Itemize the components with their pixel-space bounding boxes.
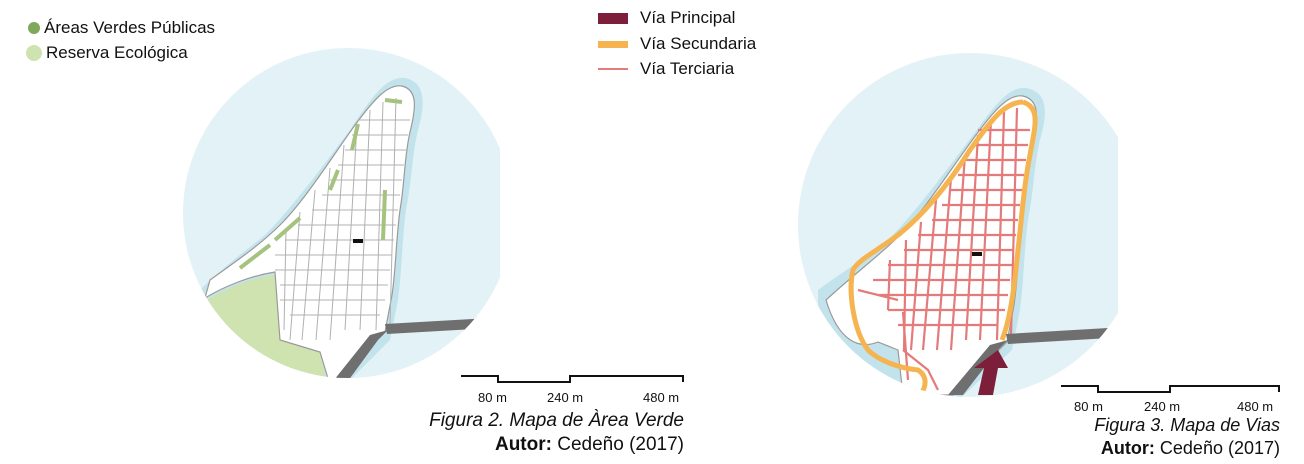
legend-item-via-secundaria: Vía Secundaria bbox=[598, 34, 756, 54]
thick-bar-icon bbox=[598, 12, 628, 24]
author-value: Cedeño (2017) bbox=[551, 434, 684, 455]
caption-right: Figura 3. Mapa de Vias Autor: Cedeño (20… bbox=[1094, 414, 1280, 460]
legend-label: Áreas Verdes Públicas bbox=[44, 18, 216, 37]
roads-map bbox=[798, 53, 1118, 397]
author-label: Autor: bbox=[494, 434, 552, 455]
author-line: Autor: Cedeño (2017) bbox=[1094, 437, 1280, 460]
areas-verdes-publicas bbox=[238, 98, 403, 270]
legend-label: Vía Terciaria bbox=[640, 59, 735, 78]
green-circle-icon bbox=[28, 22, 40, 34]
scale-bar-right bbox=[1061, 385, 1280, 393]
thin-line-icon bbox=[598, 68, 628, 70]
legend-item-reserva: Reserva Ecológica bbox=[26, 43, 188, 63]
scale-label-480: 480 m bbox=[1237, 399, 1274, 414]
legend-item-areas-verdes: Áreas Verdes Públicas bbox=[28, 18, 215, 38]
author-label: Autor: bbox=[1100, 438, 1155, 458]
land-mass bbox=[204, 85, 415, 378]
legend-label: Vía Principal bbox=[640, 8, 736, 27]
author-value: Cedeño (2017) bbox=[1154, 438, 1280, 458]
caption-left: Figura 2. Mapa de Àrea Verde Autor: Cede… bbox=[429, 409, 684, 457]
figure-title: Figura 3. Mapa de Vias bbox=[1094, 415, 1280, 435]
author-line: Autor: Cedeño (2017) bbox=[429, 433, 684, 457]
plaza-marker bbox=[972, 252, 982, 256]
legend-label: Vía Secundaria bbox=[640, 34, 757, 53]
figure-title: Figura 2. Mapa de Àrea Verde bbox=[429, 410, 684, 431]
pier bbox=[385, 318, 492, 334]
pier-ramp bbox=[330, 330, 388, 378]
scale-label-240: 240 m bbox=[547, 390, 584, 405]
scale-label-80: 80 m bbox=[1074, 399, 1103, 414]
legend-item-via-terciaria: Vía Terciaria bbox=[598, 59, 734, 79]
medium-bar-icon bbox=[598, 40, 628, 48]
via-secundaria bbox=[848, 99, 1038, 397]
scale-label-480: 480 m bbox=[643, 390, 680, 405]
vias-terciarias bbox=[857, 107, 1030, 391]
plaza-marker bbox=[353, 239, 363, 243]
via-principal bbox=[974, 350, 1008, 395]
pier bbox=[1006, 328, 1110, 344]
scale-label-80: 80 m bbox=[478, 390, 507, 405]
scale-bar-left bbox=[461, 375, 684, 383]
legend-label: Reserva Ecológica bbox=[46, 43, 188, 62]
legend-item-via-principal: Vía Principal bbox=[598, 8, 735, 28]
light-green-circle-icon bbox=[26, 45, 42, 61]
green-areas-map bbox=[183, 48, 500, 378]
scale-label-240: 240 m bbox=[1144, 399, 1181, 414]
city-blocks bbox=[275, 97, 410, 341]
